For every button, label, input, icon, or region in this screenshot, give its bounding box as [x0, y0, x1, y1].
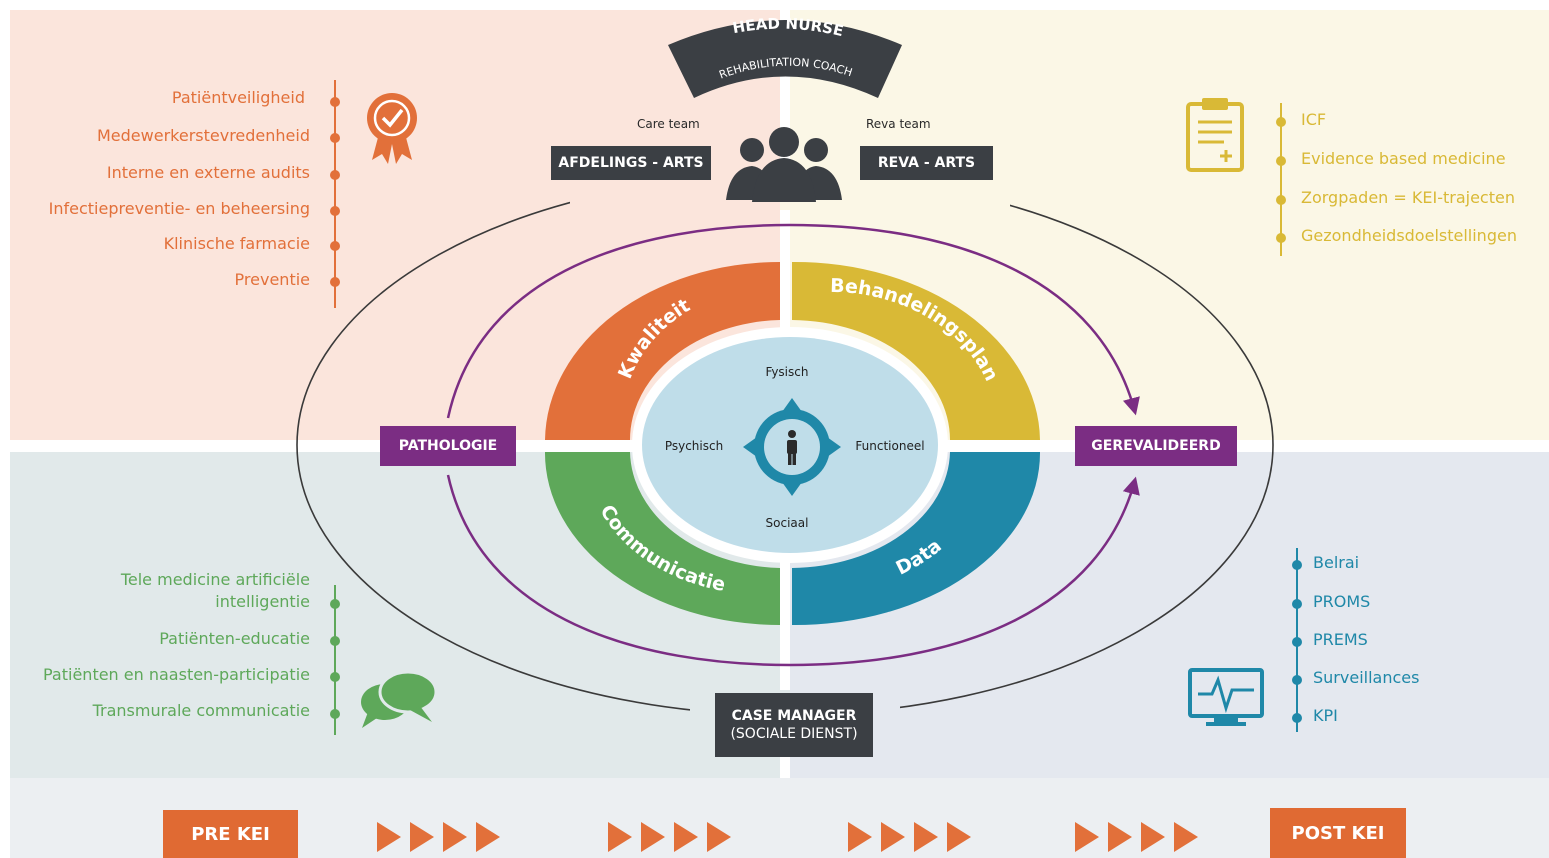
comm-list: Tele medicine artificiële intelligentie …	[20, 0, 310, 740]
reva-team-label: Reva team	[866, 117, 931, 131]
plan-list: ICF Evidence based medicine Zorgpaden = …	[1301, 0, 1541, 260]
list-item: Gezondheidsdoelstellingen	[1301, 226, 1517, 245]
monitor-heartbeat-icon	[1188, 668, 1264, 726]
comm-list-dots	[330, 599, 340, 719]
segment-kwaliteit	[545, 262, 780, 440]
data-list-dots	[1292, 560, 1302, 723]
care-team-label: Care team	[637, 117, 700, 131]
list-item: Patiënten-educatie	[159, 629, 310, 648]
reva-arts-box: REVA - ARTS	[860, 146, 993, 180]
post-kei-button: POST KEI	[1270, 808, 1406, 858]
pathologie-box: PATHOLOGIE	[380, 426, 516, 466]
case-manager-box: CASE MANAGER (SOCIALE DIENST)	[715, 693, 873, 757]
award-ribbon-icon	[367, 93, 417, 164]
quadrant-plan-bg	[790, 10, 1549, 440]
pre-kei-button: PRE KEI	[163, 810, 298, 858]
clipboard-icon	[1186, 98, 1244, 172]
label-psychisch: Psychisch	[665, 439, 723, 453]
label-fysisch: Fysisch	[766, 365, 809, 379]
label-sociaal: Sociaal	[766, 516, 809, 530]
team-people-icon	[726, 127, 842, 202]
speech-bubbles-icon	[361, 670, 438, 728]
person-compass-icon	[743, 398, 841, 496]
case-manager-title: CASE MANAGER	[731, 708, 857, 724]
segment-data	[792, 452, 1041, 626]
list-item: ICF	[1301, 110, 1327, 129]
list-item: Tele medicine artificiële	[120, 570, 310, 589]
segment-behandelingsplan	[792, 261, 1040, 440]
list-item: Zorgpaden = KEI-trajecten	[1301, 188, 1515, 207]
segment-communicatie	[544, 452, 780, 625]
list-item: Patiënten en naasten-participatie	[43, 665, 310, 684]
list-item: Klinische farmacie	[163, 234, 310, 253]
afdelings-arts-box: AFDELINGS - ARTS	[551, 146, 711, 180]
list-item: PREMS	[1313, 630, 1368, 649]
head-nurse-banner	[668, 20, 902, 98]
plan-list-dots	[1276, 117, 1286, 243]
list-item: Medewerkerstevredenheid	[97, 126, 310, 145]
quality-list: Patiëntveiligheid Medewerkerstevredenhei…	[20, 0, 310, 300]
list-item: intelligentie	[215, 592, 310, 611]
data-list: Belrai PROMS PREMS Surveillances KPI	[1313, 0, 1513, 740]
list-item: Interne en externe audits	[106, 163, 310, 182]
case-manager-subtitle: (SOCIALE DIENST)	[730, 726, 858, 742]
list-item: Evidence based medicine	[1301, 149, 1506, 168]
list-item: Belrai	[1313, 553, 1360, 572]
quality-list-dots	[330, 97, 340, 287]
list-item: Infectiepreventie- en beheersing	[48, 199, 310, 218]
purple-arrow-bottom	[446, 474, 1140, 667]
label-functioneel: Functioneel	[855, 439, 924, 453]
person-icon	[787, 430, 797, 465]
list-item: Surveillances	[1313, 668, 1420, 687]
list-item: Patiëntveiligheid	[171, 88, 305, 107]
purple-arrow-top	[446, 223, 1140, 419]
quadrant-comm-bg	[10, 452, 780, 778]
list-item: KPI	[1313, 706, 1338, 725]
list-item: PROMS	[1313, 592, 1371, 611]
footer-arrows	[377, 822, 1198, 852]
gerevalideerd-box: GEREVALIDEERD	[1075, 426, 1237, 466]
list-item: Transmurale communicatie	[92, 701, 310, 720]
list-item: Preventie	[234, 270, 310, 289]
